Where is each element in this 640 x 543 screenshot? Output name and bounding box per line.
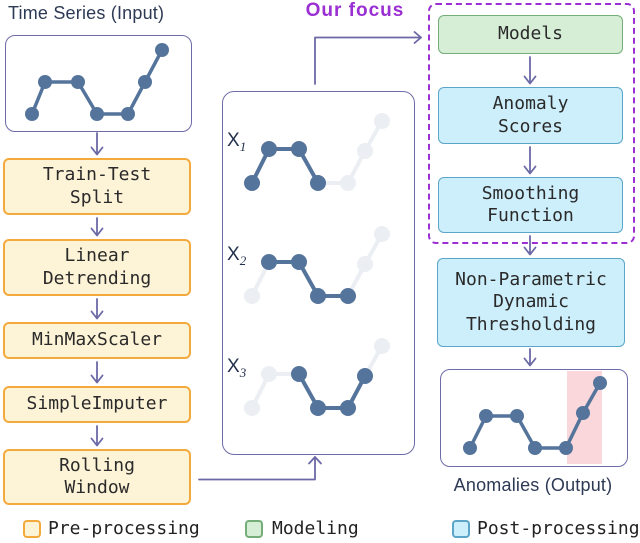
output-anomaly-chart bbox=[463, 371, 607, 464]
legend-label-postprocessing: Post-processing bbox=[477, 518, 640, 539]
arrow-scores-to-smoothing bbox=[523, 146, 537, 175]
our-focus-label: Our focus bbox=[305, 0, 405, 21]
window-label-x3: X3 bbox=[227, 356, 247, 380]
window-chart-3 bbox=[244, 338, 390, 416]
window-x1-subscript: 1 bbox=[239, 138, 247, 154]
window-x2-subscript: 2 bbox=[239, 252, 247, 268]
output-section-title: Anomalies (Output) bbox=[453, 475, 613, 495]
focus-region-outline bbox=[428, 3, 635, 244]
arrow-thresholding-to-output bbox=[523, 348, 537, 367]
arrow-scaler-to-imputer bbox=[90, 361, 104, 384]
arrow-smoothing-to-thresholding bbox=[523, 235, 537, 256]
window-x2-base: X bbox=[227, 244, 240, 265]
legend-label-preprocessing: Pre-processing bbox=[48, 518, 200, 539]
window-chart-1 bbox=[244, 113, 390, 191]
arrow-detrend-to-scaler bbox=[90, 298, 104, 320]
step-linear-detrending: Linear Detrending bbox=[3, 239, 191, 296]
input-timeseries-chart bbox=[25, 43, 169, 121]
legend-swatch-modeling bbox=[245, 520, 263, 538]
arrow-split-to-detrend bbox=[90, 217, 104, 237]
window-label-x2: X2 bbox=[227, 244, 247, 268]
window-x1-base: X bbox=[227, 130, 240, 151]
window-x3-base: X bbox=[227, 356, 240, 377]
window-x3-subscript: 3 bbox=[239, 364, 247, 380]
window-label-x1: X1 bbox=[227, 130, 247, 154]
windows-box bbox=[222, 91, 415, 455]
arrow-models-to-scores bbox=[523, 56, 537, 85]
arrow-imputer-to-rolling bbox=[90, 425, 104, 447]
anomaly-scores-box: Anomaly Scores bbox=[438, 87, 623, 144]
legend-label-modeling: Modeling bbox=[272, 518, 359, 539]
legend-swatch-preprocessing bbox=[23, 520, 41, 538]
thresholding-box: Non-Parametric Dynamic Thresholding bbox=[437, 258, 625, 347]
arrow-input-to-split bbox=[90, 132, 104, 156]
models-box: Models bbox=[438, 15, 623, 54]
step-simple-imputer: SimpleImputer bbox=[3, 386, 191, 423]
step-rolling-window: Rolling Window bbox=[3, 449, 191, 505]
input-section-title: Time Series (Input) bbox=[8, 3, 165, 23]
arrow-rolling-to-windows bbox=[198, 456, 322, 481]
legend-swatch-postprocessing bbox=[452, 520, 470, 538]
arrow-windows-to-models bbox=[314, 31, 422, 85]
window-chart-2 bbox=[244, 226, 390, 304]
step-minmax-scaler: MinMaxScaler bbox=[3, 322, 191, 359]
smoothing-function-box: Smoothing Function bbox=[438, 177, 623, 233]
step-train-test-split: Train-Test Split bbox=[3, 158, 191, 215]
